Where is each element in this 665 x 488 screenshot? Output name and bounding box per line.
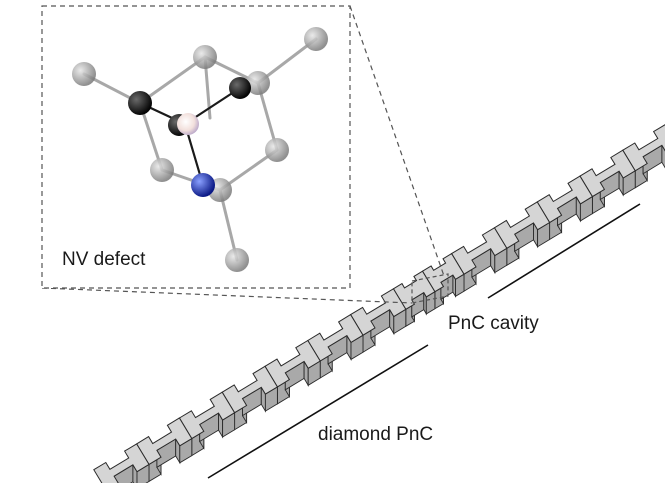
vacancy-site	[177, 113, 199, 135]
carbon-atom	[150, 158, 174, 182]
cavity-section-marker	[487, 203, 641, 299]
pnc-unit-cell	[536, 175, 594, 241]
crystal-label: diamond PnC	[318, 424, 434, 445]
carbon-atom	[265, 138, 289, 162]
cavity-label: PnC cavity	[448, 313, 539, 334]
zoom-line-top	[349, 5, 445, 277]
slab-top-face	[178, 391, 236, 440]
slab-top-face	[392, 270, 436, 310]
atoms	[72, 27, 328, 272]
slab-top-face	[264, 339, 321, 388]
pnc-unit-cell	[493, 201, 551, 267]
pnc-unit-cell	[450, 227, 508, 293]
carbon-atom	[246, 71, 270, 95]
slab-top-face	[349, 288, 407, 336]
pnc-unit-cell	[135, 417, 193, 483]
pnc-unit-cell	[622, 124, 665, 189]
slab-top-face	[536, 175, 594, 224]
pnc-unit-cell	[307, 313, 364, 379]
pnc-unit-cell	[93, 443, 150, 488]
phononic-crystal-beam	[93, 124, 665, 488]
slab-top-face	[135, 417, 193, 466]
slab-top-face	[622, 124, 665, 172]
zoom-target-box	[411, 273, 449, 304]
carbon-atom	[72, 62, 96, 86]
slab-top-face	[450, 227, 508, 275]
zoom-indicator	[41, 5, 449, 304]
slab-top-face	[579, 149, 636, 198]
pnc-unit-cell	[264, 339, 321, 405]
pnc-unit-cell	[579, 149, 636, 215]
crystal-section-marker	[207, 344, 429, 479]
carbon-neighbor-atom	[128, 91, 152, 115]
carbon-atom	[193, 45, 217, 69]
slab-top-face	[493, 201, 551, 249]
pnc-unit-cell	[221, 365, 279, 431]
carbon-atom	[225, 248, 249, 272]
pnc-unit-cell	[349, 288, 407, 354]
nitrogen-atom	[191, 173, 215, 197]
zoom-line-bottom	[41, 287, 413, 304]
carbon-neighbor-atom	[229, 77, 251, 99]
inset-label: NV defect	[62, 249, 146, 270]
slab-top-face	[307, 313, 364, 362]
carbon-atom	[304, 27, 328, 51]
slab-top-face	[221, 365, 279, 414]
